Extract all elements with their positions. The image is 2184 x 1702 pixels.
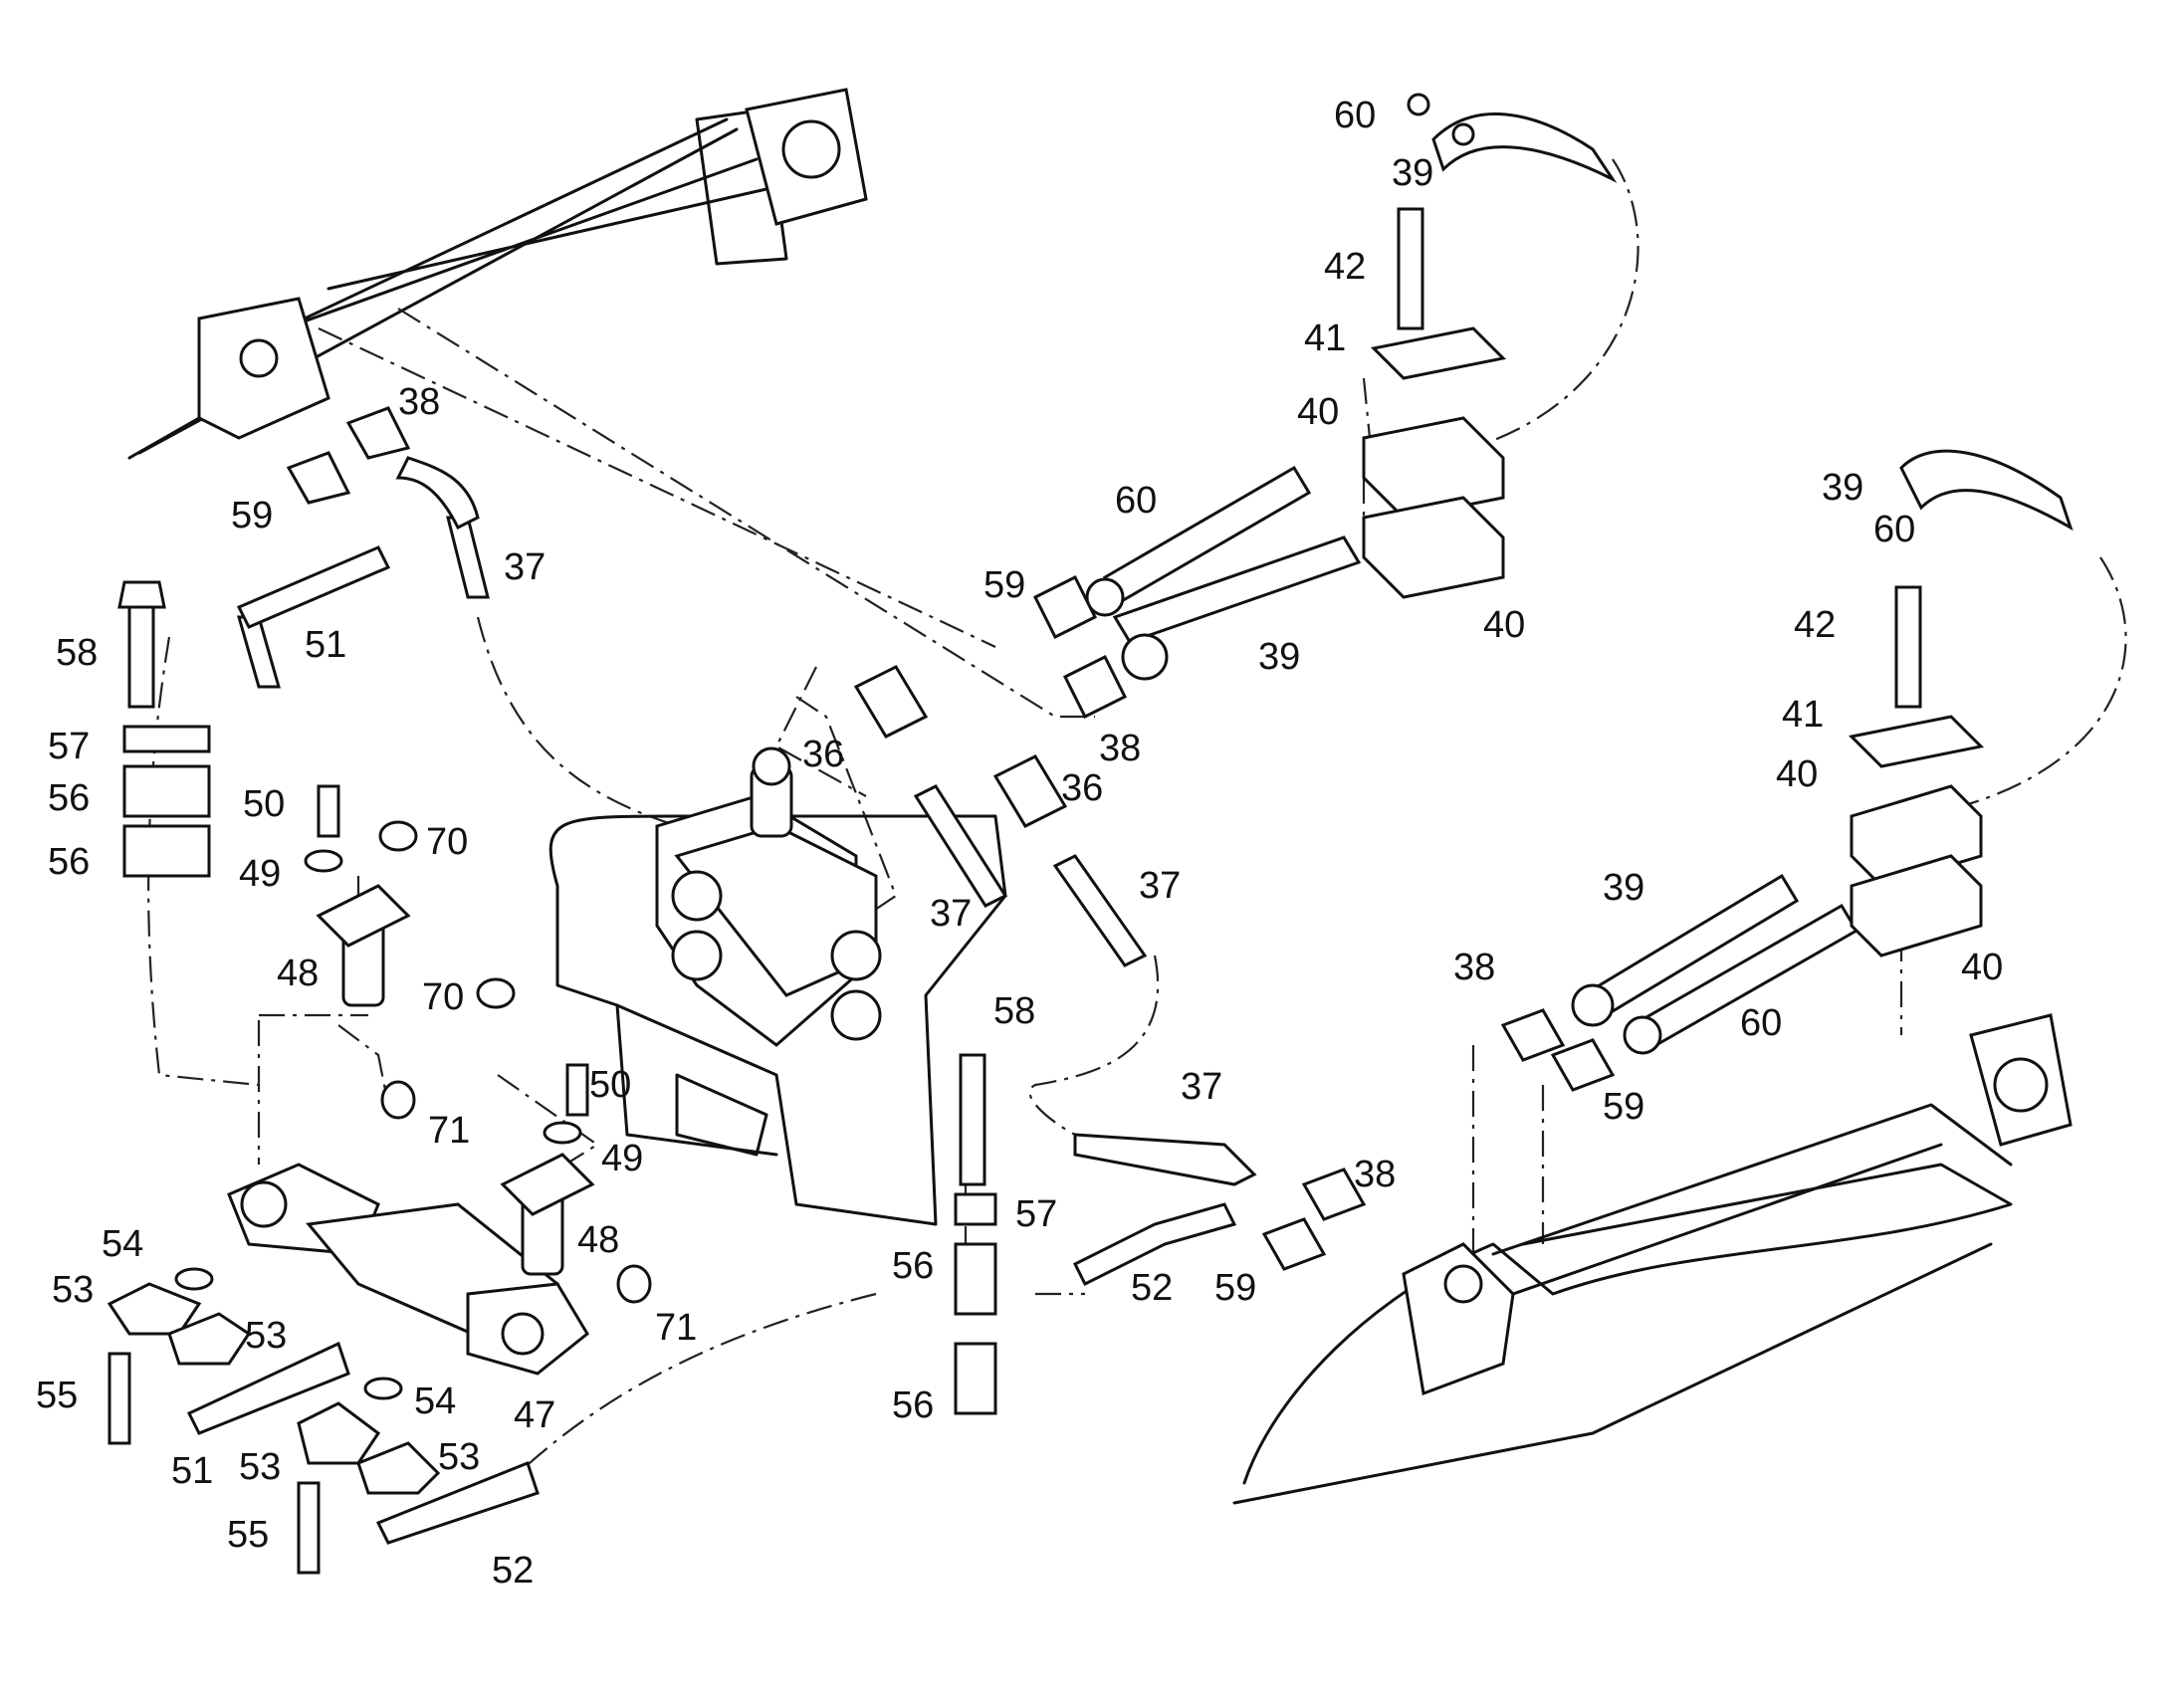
callout-label: 39 (1258, 636, 1300, 678)
callout-label: 39 (1822, 467, 1863, 509)
callout-label: 70 (426, 821, 468, 863)
callout-label: 57 (1015, 1193, 1057, 1235)
callout-label: 60 (1334, 95, 1376, 136)
callout-label: 55 (36, 1375, 78, 1416)
callout-label: 56 (892, 1384, 934, 1426)
callout-label: 52 (492, 1550, 534, 1592)
callout-label: 42 (1794, 604, 1836, 646)
callout-label: 60 (1115, 480, 1157, 522)
callout-label: 53 (52, 1269, 94, 1311)
callout-label: 53 (239, 1446, 281, 1488)
callout-label: 59 (231, 495, 273, 536)
callout-label: 52 (1131, 1267, 1173, 1309)
callout-label: 39 (1392, 152, 1433, 194)
callout-label: 41 (1782, 694, 1824, 736)
callout-label: 42 (1324, 246, 1366, 288)
callout-label: 57 (48, 726, 90, 767)
callout-label: 56 (48, 777, 90, 819)
callout-label: 39 (1603, 867, 1644, 909)
callout-label: 38 (398, 381, 440, 423)
callout-label: 38 (1354, 1154, 1396, 1195)
callout-label: 56 (48, 841, 90, 883)
callout-label: 37 (1181, 1066, 1222, 1108)
callout-label: 36 (802, 734, 844, 775)
callout-label: 50 (589, 1064, 631, 1106)
callout-label: 71 (428, 1110, 470, 1152)
right-axle-beam (1232, 1013, 2073, 1505)
callout-label: 48 (577, 1219, 619, 1261)
hose-assemblies (107, 93, 2074, 1575)
callout-label: 50 (243, 783, 285, 825)
callout-label: 53 (245, 1315, 287, 1357)
callout-label: 60 (1873, 509, 1915, 550)
callout-label: 54 (102, 1223, 143, 1265)
callout-label: 49 (601, 1138, 643, 1179)
callout-label: 51 (305, 624, 346, 666)
callout-label: 58 (993, 990, 1035, 1032)
callout-label: 60 (1740, 1002, 1782, 1044)
callout-labels: 60 39 42 41 40 38 59 37 60 59 40 39 38 3… (36, 95, 2003, 1592)
callout-label: 55 (227, 1514, 269, 1556)
callout-label: 53 (438, 1436, 480, 1478)
callout-label: 59 (1214, 1267, 1256, 1309)
callout-label: 36 (1061, 767, 1103, 809)
callout-label: 59 (983, 564, 1025, 606)
callout-label: 38 (1099, 728, 1141, 769)
callout-label: 54 (414, 1381, 456, 1422)
callout-label: 47 (514, 1394, 555, 1436)
callout-label: 51 (171, 1450, 213, 1492)
callout-label: 41 (1304, 318, 1346, 359)
callout-label: 37 (504, 546, 546, 588)
callout-label: 40 (1483, 604, 1525, 646)
callout-label: 40 (1961, 947, 2003, 988)
callout-label: 70 (422, 976, 464, 1018)
callout-label: 37 (1139, 865, 1181, 907)
top-axle-beam (127, 88, 868, 460)
callout-label: 37 (930, 893, 972, 935)
callout-label: 40 (1776, 753, 1818, 795)
callout-label: 58 (56, 632, 98, 674)
center-frame-block (548, 746, 1007, 1226)
callout-label: 38 (1453, 947, 1495, 988)
callout-label: 40 (1297, 391, 1339, 433)
callout-label: 48 (277, 953, 319, 994)
callout-label: 56 (892, 1245, 934, 1287)
callout-label: 59 (1603, 1086, 1644, 1128)
callout-label: 71 (655, 1307, 697, 1349)
callout-label: 49 (239, 853, 281, 895)
